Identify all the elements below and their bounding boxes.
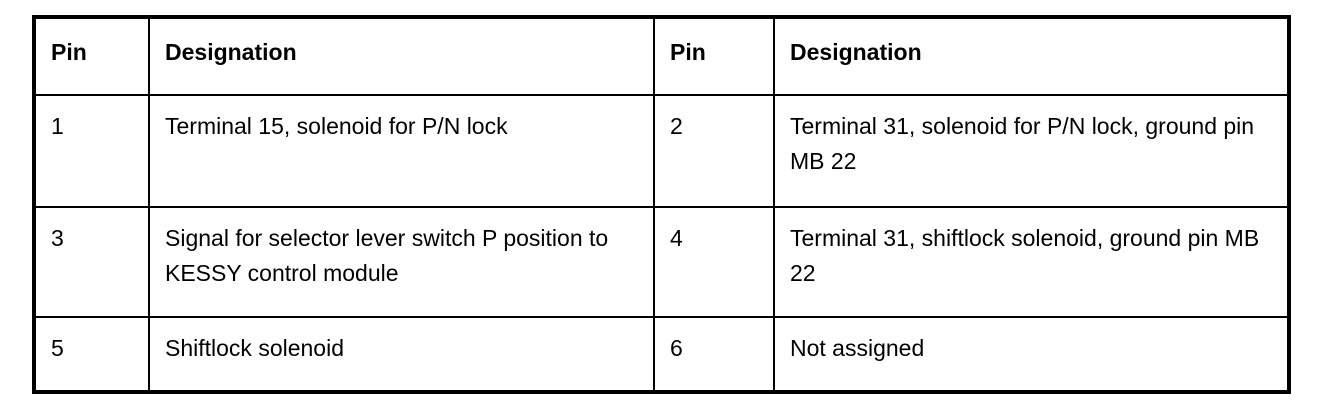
header-designation-left: Designation [148,16,655,96]
pin-number-cell: 3 [33,206,150,318]
pin-number-cell: 2 [653,94,775,208]
designation-cell: Not assigned [773,316,1290,393]
table-header-row: Pin Designation Pin Designation [33,16,1290,96]
pin-number-cell: 1 [33,94,150,208]
designation-cell: Terminal 31, solenoid for P/N lock, grou… [773,94,1290,208]
header-pin-left: Pin [33,16,150,96]
designation-cell: Signal for selector lever switch P posit… [148,206,655,318]
header-designation-right: Designation [773,16,1290,96]
pin-designation-table: Pin Designation Pin Designation 1 Termin… [32,15,1291,394]
header-pin-right: Pin [653,16,775,96]
pin-number-cell: 6 [653,316,775,393]
table-row: 3 Signal for selector lever switch P pos… [33,206,1290,318]
pin-number-cell: 5 [33,316,150,393]
table-row: 1 Terminal 15, solenoid for P/N lock 2 T… [33,94,1290,208]
designation-cell: Terminal 31, shiftlock solenoid, ground … [773,206,1290,318]
pin-number-cell: 4 [653,206,775,318]
table-row: 5 Shiftlock solenoid 6 Not assigned [33,316,1290,393]
designation-cell: Terminal 15, solenoid for P/N lock [148,94,655,208]
designation-cell: Shiftlock solenoid [148,316,655,393]
